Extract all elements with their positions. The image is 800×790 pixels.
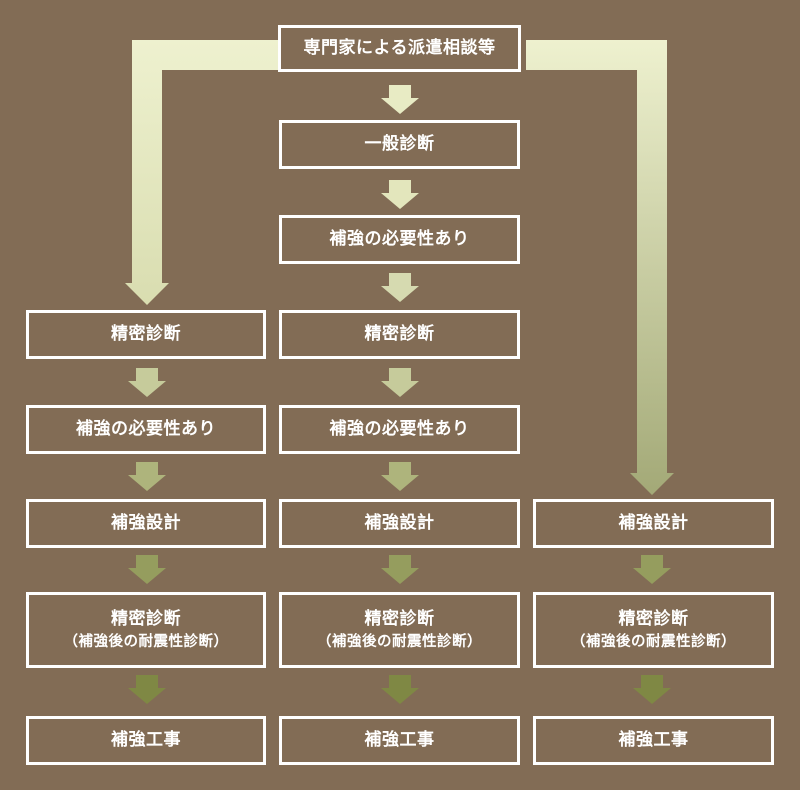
post-diagnosis-note: （補強後の耐震性診断）	[317, 634, 482, 651]
consultation-box: 専門家による派遣相談等	[278, 25, 521, 72]
right-arrow-1	[633, 555, 671, 584]
post-diagnosis-note: （補強後の耐震性診断）	[63, 634, 229, 651]
post-diagnosis-label: 精密診断	[618, 609, 689, 630]
post-diagnosis-label: 精密診断	[111, 609, 181, 630]
work-label: 補強工事	[111, 730, 181, 751]
left-work-box: 補強工事	[26, 716, 266, 765]
right-design-box: 補強設計	[533, 499, 774, 548]
precise-diagnosis-label: 精密診断	[111, 324, 181, 345]
need-label: 補強の必要性あり	[329, 229, 470, 250]
center-general-diagnosis-box: 一般診断	[279, 120, 520, 169]
center-design-box: 補強設計	[279, 499, 520, 548]
right-branch-arrow	[526, 40, 674, 495]
work-label: 補強工事	[364, 730, 435, 751]
center-arrow-6	[381, 555, 419, 584]
center-arrow-2	[381, 180, 419, 209]
need-label: 補強の必要性あり	[329, 419, 470, 440]
design-label: 補強設計	[618, 513, 689, 534]
work-label: 補強工事	[618, 730, 689, 751]
right-work-box: 補強工事	[533, 716, 774, 765]
center-arrow-7	[381, 675, 419, 704]
center-arrow-3	[381, 273, 419, 302]
left-design-box: 補強設計	[26, 499, 266, 548]
post-diagnosis-label: 精密診断	[364, 609, 435, 630]
left-arrow-2	[128, 462, 166, 491]
design-label: 補強設計	[111, 513, 181, 534]
precise-diagnosis-label: 精密診断	[364, 324, 435, 345]
center-need-box-2: 補強の必要性あり	[279, 405, 520, 454]
center-arrow-4	[381, 368, 419, 397]
need-label: 補強の必要性あり	[76, 419, 216, 440]
center-post-diagnosis-box: 精密診断 （補強後の耐震性診断）	[279, 592, 520, 668]
center-need-box-1: 補強の必要性あり	[279, 215, 520, 264]
center-work-box: 補強工事	[279, 716, 520, 765]
step-arrows	[128, 85, 671, 704]
design-label: 補強設計	[364, 513, 435, 534]
left-need-box: 補強の必要性あり	[26, 405, 266, 454]
left-post-diagnosis-box: 精密診断 （補強後の耐震性診断）	[26, 592, 266, 668]
left-arrow-1	[128, 368, 166, 397]
general-diagnosis-label: 一般診断	[364, 134, 435, 155]
right-arrow-2	[633, 675, 671, 704]
center-arrow-5	[381, 462, 419, 491]
right-post-diagnosis-box: 精密診断 （補強後の耐震性診断）	[533, 592, 774, 668]
left-branch-arrow	[125, 40, 278, 305]
post-diagnosis-note: （補強後の耐震性診断）	[571, 634, 736, 651]
left-arrow-3	[128, 555, 166, 584]
center-precise-diagnosis-box: 精密診断	[279, 310, 520, 359]
center-arrow-1	[381, 85, 419, 114]
consultation-label: 専門家による派遣相談等	[303, 38, 496, 59]
left-precise-diagnosis-box: 精密診断	[26, 310, 266, 359]
left-arrow-4	[128, 675, 166, 704]
